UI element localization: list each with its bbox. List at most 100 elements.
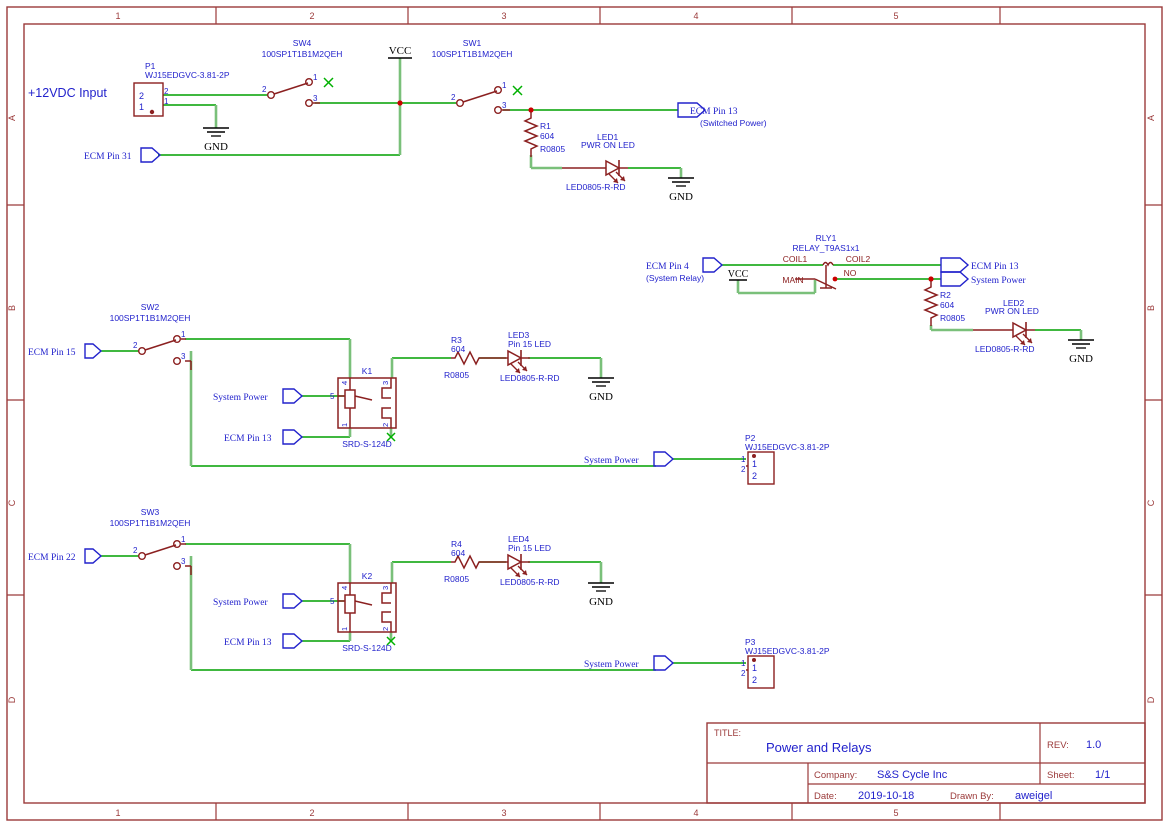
k1-value: SRD-S-124D	[342, 439, 392, 449]
port-system-power-k1[interactable]: System Power	[213, 388, 304, 404]
rly1-main-label: MAIN	[782, 275, 803, 285]
port-label-system-power-p3: System Power	[584, 660, 639, 670]
led4-footprint: LED0805-R-RD	[500, 577, 560, 587]
zone-letter-right-c: C	[1146, 499, 1156, 506]
connector-p1[interactable]: P1 WJ15EDGVC-3.81-2P 2 1 2 1	[133, 61, 230, 117]
port-system-power-k2[interactable]: System Power	[213, 593, 304, 609]
resistor-r3[interactable]: R3 604 R0805	[444, 335, 483, 380]
led-led2[interactable]: LED2 PWR ON LED LED0805-R-RD	[973, 298, 1039, 354]
resistor-r1[interactable]: R1 604 R0805	[523, 112, 565, 157]
k1-pin-5: 5	[330, 392, 335, 401]
sheet-border	[6, 6, 1163, 821]
led2-ref: LED2	[1003, 298, 1025, 308]
port-sublabel-ecm-pin-4: (System Relay)	[646, 273, 704, 283]
port-ecm-pin-31[interactable]: ECM Pin 31	[84, 147, 162, 163]
p1-pinlabel-1: 1	[164, 97, 169, 106]
led3-footprint: LED0805-R-RD	[500, 373, 560, 383]
port-label-system-power-p2: System Power	[584, 456, 639, 466]
port-label-system-power-k1: System Power	[213, 393, 268, 403]
r1-value: 604	[540, 131, 554, 141]
port-ecm-pin-15[interactable]: ECM Pin 15	[28, 343, 103, 359]
port-ecm-pin-13-k1[interactable]: ECM Pin 13	[224, 429, 304, 445]
relay-k1[interactable]: K1 SRD-S-124D 4 3 1 2 5	[330, 366, 397, 449]
p1-value: WJ15EDGVC-3.81-2P	[145, 70, 230, 80]
r2-value: 604	[940, 300, 954, 310]
relay-k2[interactable]: K2 SRD-S-124D 4 3 1 2 5	[330, 571, 397, 653]
sw2-ref: SW2	[141, 302, 160, 312]
rly1-coil1-label: COIL1	[783, 254, 808, 264]
led3-value: Pin 15 LED	[508, 339, 551, 349]
zone-letter-left-a: A	[7, 115, 17, 121]
led2-emission-arrows	[1015, 333, 1033, 346]
sw1-pin-3: 3	[502, 101, 507, 110]
port-ecm-pin-22[interactable]: ECM Pin 22	[28, 548, 103, 564]
port-ecm-pin-13-switched[interactable]: ECM Pin 13 (Switched Power)	[677, 102, 767, 128]
led2-value: PWR ON LED	[985, 306, 1039, 316]
connector-p3[interactable]: P3 WJ15EDGVC-3.81-2P 1 2 1 2	[741, 637, 830, 689]
zone-number-top-1: 1	[115, 11, 120, 21]
zone-letters-right: A B C D	[1146, 115, 1156, 703]
r2-footprint: R0805	[940, 313, 965, 323]
port-ecm-pin-13-rly[interactable]: ECM Pin 13	[940, 257, 1019, 273]
gnd-label-led1: GND	[669, 191, 693, 203]
gnd-label-p1: GND	[204, 141, 228, 153]
relay-rly1[interactable]: RLY1 RELAY_T9AS1x1 COIL1 COIL2 MAIN NO	[782, 233, 871, 290]
switch-sw4[interactable]: SW4 100SP1T1B1M2QEH 2 1 3	[262, 38, 343, 107]
p3-pinlabel-1: 1	[752, 663, 757, 673]
vcc-symbol-rly1: VCC	[728, 269, 749, 281]
port-system-power-p2[interactable]: System Power	[584, 451, 675, 467]
title-block: TITLE: Power and Relays REV: 1.0 Company…	[706, 722, 1146, 804]
r1-ref: R1	[540, 121, 551, 131]
p2-value: WJ15EDGVC-3.81-2P	[745, 442, 830, 452]
zone-number-bottom-3: 3	[501, 808, 506, 818]
zone-number-bottom-1: 1	[115, 808, 120, 818]
zone-number-top-5: 5	[893, 11, 898, 21]
port-label-ecm-pin-4: ECM Pin 4	[646, 262, 689, 272]
connector-p2[interactable]: P2 WJ15EDGVC-3.81-2P 1 2 1 2	[741, 433, 830, 485]
led3-emission-arrows	[510, 361, 528, 374]
junction-dot-r2	[928, 276, 934, 282]
zone-letters-left: A B C D	[7, 115, 17, 703]
junction-dot-vcc	[397, 100, 403, 106]
sw2-value: 100SP1T1B1M2QEH	[110, 313, 191, 323]
port-label-system-power-rly: System Power	[971, 276, 1026, 286]
no-connect-marker-k1	[386, 432, 396, 442]
resistor-r2[interactable]: R2 604 R0805	[923, 281, 965, 326]
port-label-ecm-pin-13-switched: ECM Pin 13	[690, 107, 738, 117]
sw3-ref: SW3	[141, 507, 160, 517]
p3-ref: P3	[745, 637, 756, 647]
port-system-power-p3[interactable]: System Power	[584, 655, 675, 671]
p2-pinnum-2: 2	[741, 465, 746, 474]
switch-sw1[interactable]: SW1 100SP1T1B1M2QEH 2 1 3	[432, 38, 523, 114]
sw2-pin-1: 1	[181, 330, 186, 339]
rly1-value: RELAY_T9AS1x1	[793, 243, 860, 253]
sw3-value: 100SP1T1B1M2QEH	[110, 518, 191, 528]
no-connect-marker-k2	[386, 636, 396, 646]
zone-number-top-3: 3	[501, 11, 506, 21]
led-led3[interactable]: LED3 Pin 15 LED LED0805-R-RD	[483, 330, 560, 383]
r4-footprint: R0805	[444, 574, 469, 584]
port-system-power-rly[interactable]: System Power	[940, 271, 1026, 287]
port-label-ecm-pin-13-k2: ECM Pin 13	[224, 638, 272, 648]
sw2-pin-2: 2	[133, 341, 138, 350]
port-ecm-pin-13-k2[interactable]: ECM Pin 13	[224, 633, 304, 649]
switch-sw3[interactable]: SW3 100SP1T1B1M2QEH 2 1 3	[110, 507, 191, 571]
power-wires-rly1	[736, 280, 1083, 340]
sheet-value: 1/1	[1095, 769, 1110, 781]
zone-letter-right-d: D	[1146, 696, 1156, 703]
k1-ref: K1	[362, 366, 373, 376]
led1-emission-arrows	[608, 171, 626, 184]
port-ecm-pin-4[interactable]: ECM Pin 4 (System Relay)	[646, 257, 724, 283]
date-label: Date:	[814, 791, 837, 802]
resistor-r4[interactable]: R4 604 R0805	[444, 539, 483, 584]
sheet-label: Sheet:	[1047, 770, 1074, 781]
switch-sw2[interactable]: SW2 100SP1T1B1M2QEH 2 1 3	[110, 302, 191, 366]
led-led1[interactable]: LED1 PWR ON LED LED0805-R-RD	[562, 132, 635, 192]
gnd-symbol-led4: GND	[588, 582, 614, 608]
p2-ref: P2	[745, 433, 756, 443]
zone-number-bottom-5: 5	[893, 808, 898, 818]
led1-value: PWR ON LED	[581, 140, 635, 150]
port-label-ecm-pin-13-k1: ECM Pin 13	[224, 434, 272, 444]
led-led4[interactable]: LED4 Pin 15 LED LED0805-R-RD	[483, 534, 560, 587]
